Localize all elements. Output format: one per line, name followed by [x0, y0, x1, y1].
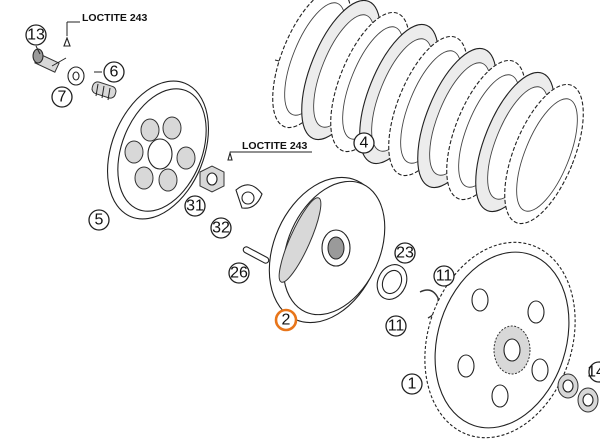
- nut-31: [199, 150, 233, 193]
- inner-hub: [268, 176, 386, 324]
- callout-26: 26: [228, 262, 250, 284]
- svg-text:4: 4: [360, 135, 369, 152]
- callout-13: 13: [25, 24, 47, 46]
- spring-6: [91, 81, 117, 101]
- callout-1: 1: [401, 373, 423, 395]
- callout-5: 5: [88, 209, 110, 231]
- svg-text:32: 32: [212, 220, 230, 237]
- note-text: LOCTITE 243: [82, 12, 148, 24]
- svg-text:14: 14: [587, 364, 600, 381]
- outer-basket: [424, 241, 576, 439]
- note-text: LOCTITE 243: [242, 140, 308, 152]
- loctite-note-1: LOCTITE 243: [82, 12, 148, 24]
- svg-text:11: 11: [436, 268, 453, 285]
- washer-7: [67, 66, 85, 86]
- svg-text:23: 23: [396, 245, 414, 262]
- svg-text:31: 31: [186, 198, 204, 215]
- callout-4: 4: [353, 132, 375, 154]
- svg-text:11: 11: [388, 318, 405, 335]
- callout-2: 2: [274, 308, 298, 332]
- callout-7: 7: [51, 86, 73, 108]
- lockwasher-32: [235, 184, 263, 209]
- pin-26: [242, 246, 270, 264]
- callout-6: 6: [103, 61, 125, 83]
- clutch-plate-stack: [272, 0, 584, 225]
- callout-11-top: 11: [433, 265, 455, 287]
- callout-32: 32: [210, 217, 232, 239]
- svg-text:13: 13: [27, 27, 45, 44]
- loctite-note-2: LOCTITE 243: [232, 140, 312, 153]
- svg-text:2: 2: [282, 312, 291, 329]
- thrust-washer-23: [376, 264, 408, 300]
- clutch-plate: [504, 83, 584, 225]
- svg-text:7: 7: [58, 89, 67, 106]
- callout-11-bottom: 11: [385, 315, 407, 337]
- needle-bearing-14: [557, 373, 599, 413]
- pressure-plate: [106, 80, 210, 220]
- callout-23: 23: [394, 242, 416, 264]
- svg-text:5: 5: [95, 212, 104, 229]
- callout-31: 31: [184, 195, 206, 217]
- svg-text:1: 1: [408, 376, 417, 393]
- svg-text:6: 6: [110, 64, 119, 81]
- svg-text:26: 26: [230, 265, 248, 282]
- callout-14: 14: [587, 361, 600, 383]
